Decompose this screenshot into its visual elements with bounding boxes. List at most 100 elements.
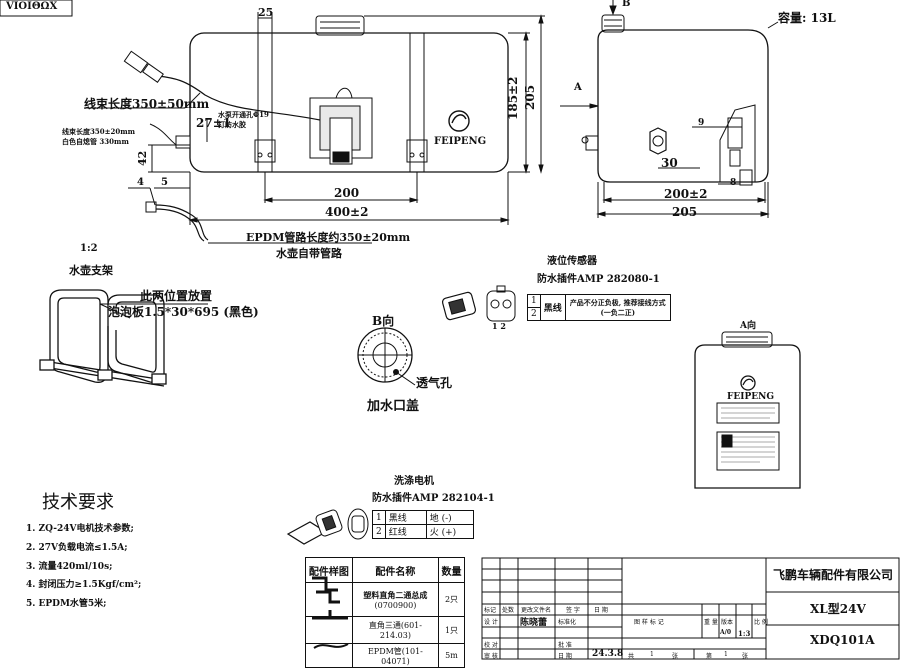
motor-pol-2: 火 (+) <box>425 524 474 539</box>
front-tank-cap <box>315 15 365 36</box>
tb-mark: 标记 <box>484 607 497 614</box>
side-tank-body <box>597 29 769 183</box>
tb-drawing-mark: 图 样 标 记 <box>634 619 664 626</box>
sensor-wire: 黑线 <box>539 294 566 321</box>
bracket-note1: 此两位置放置 <box>140 289 213 303</box>
motor-title: 洗涤电机 <box>394 476 434 487</box>
title-block-grid <box>481 557 900 660</box>
motor-wire-2: 红线 <box>384 524 427 539</box>
tb-date-value: 24.3.8 <box>592 649 624 659</box>
motor-connector-icon <box>286 509 343 545</box>
tb-change-doc: 更改文件名 <box>521 607 552 614</box>
dim-205: 205 <box>523 84 537 110</box>
part-qty-2: 1只 <box>438 616 465 644</box>
tb-weight: 重 量 <box>704 619 718 626</box>
bracket-drawing <box>39 289 167 387</box>
motor-row-1: 1 黑线 地 (-) <box>372 510 474 525</box>
parts-header-qty: 数量 <box>438 557 465 583</box>
parts-header-image: 配件样图 <box>305 557 353 583</box>
feipeng-logo-front <box>448 110 470 132</box>
dim-200: 200 <box>334 186 360 200</box>
dim-185: 185±2 <box>506 76 520 120</box>
parts-row-1: 塑料直角二通总成(0700900) 2只 <box>305 582 465 617</box>
tech-item-5: 5. EPDM水管5米; <box>26 599 107 609</box>
sensor-pin-1: 1 <box>527 294 541 308</box>
tb-designer: 陈晓蕾 <box>520 618 548 628</box>
parts-row-3: EPDM管(101-04071) 5m <box>305 643 465 668</box>
brand-front: FEIPENG <box>434 136 487 147</box>
tb-sheets: 张 <box>672 653 679 660</box>
drawing-number: XDQ101A <box>810 633 875 647</box>
tech-item-4: 4. 封闭压力≥1.5Kgf/cm²; <box>26 580 142 590</box>
dim-27: 27±1 <box>196 116 232 130</box>
dim-200-side: 200±2 <box>664 187 708 201</box>
tb-approve: 批 准 <box>558 642 572 649</box>
part-name-1: 塑料直角二通总成 <box>363 589 428 600</box>
dim-205-side: 205 <box>672 205 698 219</box>
motor-pol-1: 地 (-) <box>425 510 474 525</box>
cap-label: 加水口盖 <box>367 399 420 414</box>
tb-scale: 1:3 <box>738 629 751 638</box>
drain-nut <box>649 127 667 155</box>
tb-design: 设 计 <box>484 619 498 626</box>
dim-30: 30 <box>661 156 678 170</box>
tb-version: 版本 <box>721 619 734 626</box>
sensor-pin-labels: 1 2 <box>492 321 506 331</box>
tb-total: 共 <box>628 653 635 660</box>
part-qty-1: 2只 <box>438 582 465 617</box>
dim-cap-offset: 25 <box>258 6 274 19</box>
note-self-tube: 水壶自带管路 <box>276 247 342 260</box>
tb-check: 校 对 <box>484 642 498 649</box>
motor-row-2: 2 红线 火 (+) <box>372 524 474 539</box>
company-name: 飞鹏车辆配件有限公司 <box>773 568 894 582</box>
view-a-marker: A <box>574 82 582 93</box>
tb-total-count: 1 <box>650 651 654 658</box>
a-view-title: A向 <box>740 321 756 331</box>
drawing-no-box <box>0 0 73 17</box>
sensor-pin-face <box>486 290 516 322</box>
sensor-connector: 防水插件AMP 282080-1 <box>537 274 660 285</box>
tb-ratio: 比 例 <box>754 619 768 626</box>
tb-standard: 标准化 <box>558 619 577 626</box>
model-name: XL型24V <box>810 602 866 616</box>
a-view-body <box>694 344 801 489</box>
capacity-label: 容量: 13L <box>778 11 836 25</box>
vent-label: 透气孔 <box>416 376 453 390</box>
part-name-2: 直角三通(601-214.03) <box>351 616 440 644</box>
motor-pin-2: 2 <box>372 524 386 539</box>
bracket-scale: 1:2 <box>80 243 98 254</box>
drawing-no-box-text: VIOIΘΩX <box>6 1 58 12</box>
motor-pin-1: 1 <box>372 510 386 525</box>
motor-pin-face <box>347 508 369 540</box>
callout-8: 8 <box>730 178 737 188</box>
a-view-brand: FEIPENG <box>727 392 774 402</box>
part-qty-3: 5m <box>438 643 465 668</box>
parts-header-name: 配件名称 <box>351 557 440 583</box>
tb-count: 处数 <box>502 607 515 614</box>
sensor-pin-2: 2 <box>527 307 541 321</box>
tech-item-2: 2. 27V负载电流≤1.5A; <box>26 543 128 553</box>
motor-pin-table: 1 黑线 地 (-) 2 红线 火 (+) <box>372 510 474 539</box>
tech-title: 技术要求 <box>42 492 114 513</box>
note-pump-hole2: 打防水胶 <box>218 120 246 129</box>
parts-row-2: 直角三通(601-214.03) 1只 <box>305 616 465 644</box>
tb-date: 日 期 <box>594 607 608 614</box>
sensor-connector-icon <box>441 291 477 321</box>
sensor-note2: (一负二正) <box>600 307 636 317</box>
callout-9: 9 <box>698 118 705 128</box>
tb-process: 审 核 <box>484 653 498 660</box>
motor-wire-1: 黑线 <box>384 510 427 525</box>
bracket-note2: 泡泡板1.5*30*695 (黑色) <box>108 305 259 319</box>
note-harness-small: 线束长度350±20mm <box>62 127 136 136</box>
tb-edition: A/0 <box>720 629 732 636</box>
bracket-title: 水壶支架 <box>69 264 113 277</box>
motor-connector: 防水插件AMP 282104-1 <box>372 493 495 504</box>
part-code-1: (0700900) <box>374 600 417 610</box>
note-pump-hole: 水泵开通孔Φ19 <box>218 110 269 119</box>
tb-sheet: 张 <box>742 653 749 660</box>
sensor-pin-table: 1 黑线 产品不分正负极, 推荐接线方式 (一负二正) 2 <box>527 294 671 321</box>
note-epdm: EPDM管路长度约350±20mm <box>246 231 411 244</box>
parts-table: 配件样图 配件名称 数量 塑料直角二通总成(0700900) 2只 直角三通(6… <box>305 557 465 668</box>
sensor-title: 液位传感器 <box>547 256 597 267</box>
